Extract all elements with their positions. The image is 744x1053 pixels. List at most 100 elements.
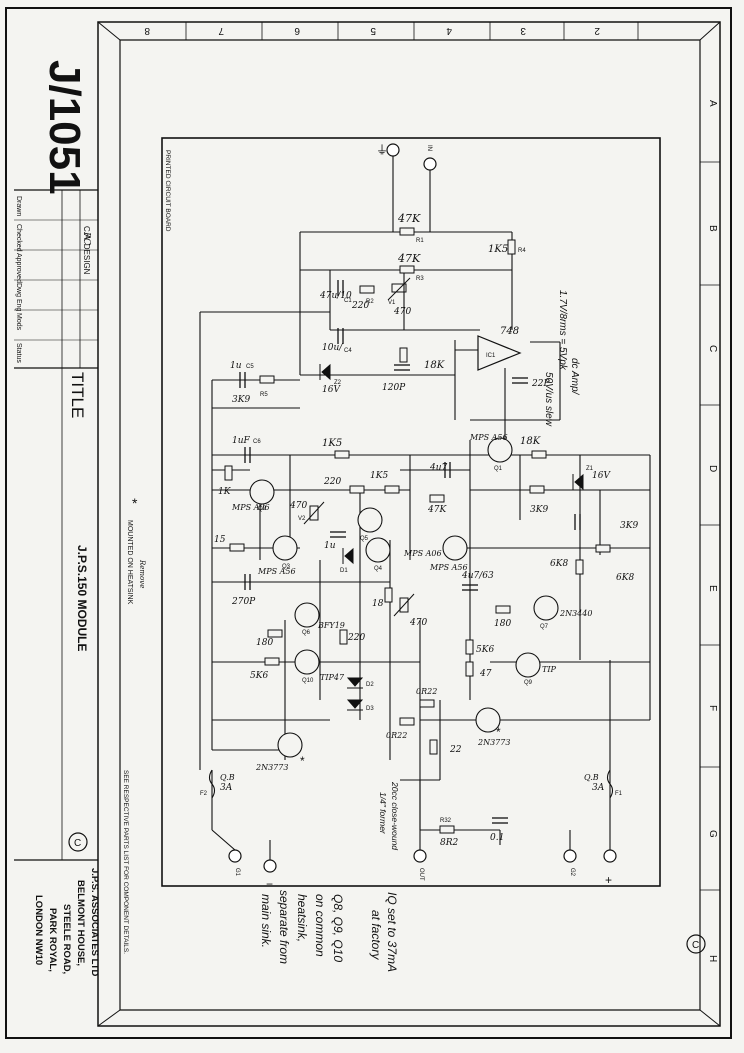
r1-id: R1 — [416, 238, 424, 244]
r8r2-value: 8R2 — [440, 838, 459, 848]
v3-value: 470 — [409, 618, 427, 628]
diode-d3 — [346, 699, 364, 711]
r5-value: 3K9 — [232, 395, 250, 405]
r3-value: 47K — [397, 252, 421, 265]
resistor-r1 — [399, 227, 415, 236]
wire-note-line-1: 20cc close-wound — [390, 781, 400, 850]
transistor-q6 — [294, 602, 320, 628]
plus-label: + — [605, 873, 612, 887]
resistor-47 — [465, 661, 474, 677]
resistor-5k6 — [264, 657, 280, 666]
drawing-number: J/1051 — [40, 60, 89, 195]
ic1-id: IC1 — [486, 353, 496, 359]
fuse-f2-id: F2 — [200, 791, 208, 797]
resistor-0r22 — [399, 717, 415, 726]
pcb-outline — [161, 137, 661, 887]
resistor-180 — [267, 629, 283, 638]
r10-value: 1K — [218, 487, 232, 497]
q9-id: Q9 — [524, 680, 533, 686]
company-address-2: STEELE ROAD, — [61, 904, 72, 974]
fuse-f1-rating: 3A — [592, 783, 605, 793]
minus-label: − — [266, 877, 273, 891]
output-label: OUT — [418, 868, 424, 881]
row-ticks — [700, 161, 720, 891]
transistor-q3 — [272, 535, 298, 561]
g2-label: G2 — [569, 868, 575, 877]
transistor-q8 — [475, 707, 501, 733]
capacitor-4u7 — [444, 462, 451, 478]
r0r22b-value: 0R22 — [416, 687, 437, 696]
q2-type: MPS A06 — [231, 503, 270, 512]
star-marker: * — [132, 495, 138, 511]
g2-terminal — [563, 849, 577, 863]
row-status: Status — [15, 343, 22, 363]
wire-note-line-2: 1/4" former — [378, 792, 388, 835]
resistor-3k9 — [529, 485, 545, 494]
r15-value: 15 — [214, 535, 226, 545]
resistor-r14 — [575, 559, 584, 575]
row-label-C: C — [707, 345, 718, 352]
offset-note-line-3: 50V/us slew — [543, 372, 554, 427]
d2-id: D2 — [366, 682, 374, 688]
col-label-4: 4 — [446, 25, 452, 36]
z1-value: 16V — [592, 471, 611, 481]
col-label-6: 6 — [294, 25, 300, 36]
resistor-r5 — [259, 375, 275, 384]
capacitor-c4 — [337, 328, 344, 344]
heatsink-note-line-1: Q8, Q9, Q10 — [331, 894, 345, 962]
col-label-2: 2 — [594, 25, 600, 36]
component-labels: 47K R1 47K R3 1K5 R4 220 R2 470 V1 47u/1… — [214, 212, 638, 848]
r220b-value: 220 — [323, 477, 341, 487]
connectors — [228, 143, 617, 873]
fuse-f1: F1 3A Q.B — [584, 769, 623, 799]
g1-terminal — [228, 849, 242, 863]
q6-type: BFY19 — [317, 621, 345, 630]
resistor-r9 — [334, 450, 350, 459]
resistor-bodies — [224, 227, 611, 834]
row-label-E: E — [707, 585, 718, 592]
col-label-3: 3 — [520, 25, 526, 36]
c4u7-value: 4u7 — [429, 463, 448, 473]
d1-id: D1 — [340, 568, 348, 574]
capacitor-c10 — [574, 514, 581, 530]
r18k-value: 18K — [424, 360, 445, 371]
capacitor-c1 — [337, 280, 344, 296]
fuse-f1-type: Q.B — [584, 773, 599, 782]
transistors — [249, 437, 559, 758]
z1-id: Z1 — [586, 466, 594, 472]
title-block-rows: Drawn Checked Approved Dwg Eng Mods Stat… — [15, 196, 22, 363]
col-label-7: 7 — [218, 25, 224, 36]
row-label-F: F — [707, 705, 718, 711]
r5k6-value: 5K6 — [250, 671, 268, 681]
row-checked: Checked — [15, 224, 22, 252]
handwritten-iq-note: IQ set to 37mA at factory — [369, 892, 399, 972]
r47-value: 47 — [479, 669, 492, 679]
row-label-G: G — [707, 830, 718, 838]
row-label-B: B — [707, 225, 718, 232]
resistor-5k6b — [465, 639, 474, 655]
q8-type: 2N3773 — [477, 738, 510, 747]
r220c-value: 220 — [347, 633, 365, 643]
c4-value: 10u/ — [322, 343, 343, 353]
offset-note-line-1: 1.7V/8rms = 5Vpk — [557, 290, 568, 371]
resistor-r3 — [399, 265, 415, 274]
row-markers: A B C D E F G H — [707, 100, 718, 962]
q2-id: Q2 — [258, 506, 267, 512]
output-terminal — [413, 849, 427, 863]
diode-d1 — [342, 547, 354, 565]
fuse-f2: F2 3A Q.B — [200, 769, 235, 799]
r3-id: R3 — [416, 276, 424, 282]
capacitor-c2 — [394, 364, 410, 371]
zener-z1 — [572, 473, 584, 491]
plus-terminal — [603, 849, 617, 863]
c1-value: 47u/10 — [319, 291, 352, 301]
q4-id: Q4 — [374, 566, 383, 572]
resistor-18 — [384, 587, 393, 603]
c1-id: C1 — [344, 298, 352, 304]
copyright-symbol: C — [74, 838, 81, 849]
q10-id: Q10 — [302, 678, 314, 684]
q4-type: MPS A06 — [403, 549, 442, 558]
r47k-b-value: 47K — [427, 505, 447, 515]
r22-value: 22 — [449, 745, 462, 755]
resistor-r10 — [224, 465, 233, 481]
